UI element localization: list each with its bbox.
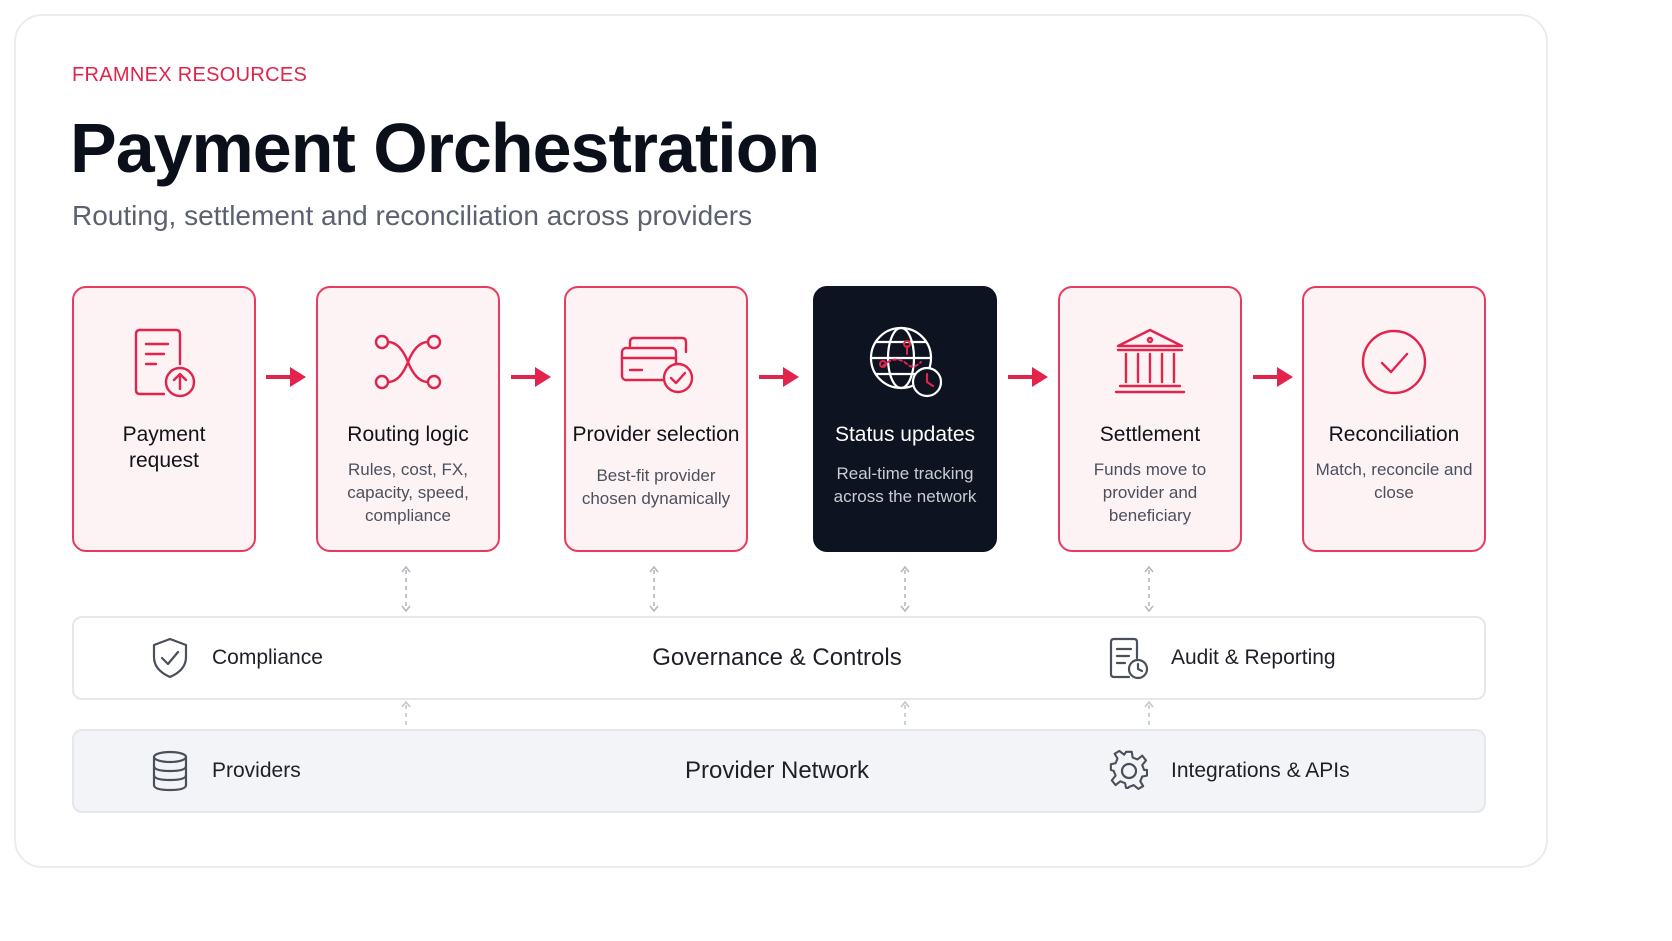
- audit-report-icon: [1109, 637, 1149, 680]
- gear-icon: [1109, 749, 1148, 790]
- vertical-connector: [900, 700, 910, 727]
- compliance-label: Compliance: [212, 646, 323, 669]
- integrations-label: Integrations & APIs: [1171, 759, 1350, 782]
- routing-icon: [374, 334, 442, 390]
- flow-arrow: [1008, 367, 1048, 387]
- step-description: Real-time tracking across the network: [833, 464, 977, 506]
- network-title: Provider Network: [684, 757, 870, 784]
- vertical-connector: [401, 565, 411, 613]
- flow-arrow: [1253, 367, 1293, 387]
- vertical-connector: [900, 565, 910, 613]
- step-reconciliation: Reconciliation Match, reconcile and clos…: [1302, 286, 1486, 552]
- cards-check-icon: [620, 336, 694, 394]
- page-subtitle: Routing, settlement and reconciliation a…: [72, 200, 753, 231]
- step-description: Best-fit provider chosen dynamically: [581, 466, 731, 508]
- flow-arrow: [759, 367, 799, 387]
- check-circle-icon: [1361, 329, 1427, 395]
- flow-arrow: [266, 367, 306, 387]
- provider-network-band: Providers Provider Network Integrations …: [72, 729, 1486, 813]
- audit-reporting-label: Audit & Reporting: [1171, 646, 1336, 669]
- step-description: Rules, cost, FX, capacity, speed, compli…: [347, 460, 469, 525]
- audit-reporting-item: Audit & Reporting: [1107, 618, 1336, 698]
- providers-item: Providers: [148, 731, 301, 811]
- providers-label: Providers: [212, 759, 301, 782]
- step-status-updates: Status updates Real-time tracking across…: [813, 286, 997, 552]
- bank-icon: [1114, 328, 1186, 394]
- step-provider-selection: Provider selection Best-fit provider cho…: [564, 286, 748, 552]
- globe-clock-icon: [869, 326, 943, 398]
- document-upload-icon: [134, 328, 196, 398]
- step-description: Match, reconcile and close: [1315, 460, 1473, 502]
- governance-title: Governance & Controls: [652, 644, 902, 671]
- eyebrow-label: FRAMNEX RESOURCES: [72, 64, 308, 86]
- shield-check-icon: [152, 637, 188, 679]
- step-routing-logic: Routing logic Rules, cost, FX, capacity,…: [316, 286, 500, 552]
- integrations-item: Integrations & APIs: [1107, 731, 1350, 811]
- slide-frame: [14, 14, 1548, 868]
- compliance-item: Compliance: [148, 618, 323, 698]
- step-name: Settlement: [1099, 423, 1201, 446]
- governance-band: Compliance Governance & Controls Audit &…: [72, 616, 1486, 700]
- database-icon: [152, 750, 188, 792]
- vertical-connector: [1144, 700, 1154, 727]
- step-description: Funds move to provider and beneficiary: [1093, 460, 1207, 525]
- vertical-connector: [1144, 565, 1154, 613]
- step-settlement: Settlement Funds move to provider and be…: [1058, 286, 1242, 552]
- step-name: Routing logic: [347, 423, 469, 446]
- flow-arrow: [511, 367, 551, 387]
- page-title: Payment Orchestration: [70, 109, 820, 187]
- step-name: Status updates: [834, 423, 976, 446]
- step-name: Provider selection: [572, 423, 740, 446]
- vertical-connector: [401, 700, 411, 727]
- step-name: Reconciliation: [1328, 423, 1460, 446]
- vertical-connector: [649, 565, 659, 613]
